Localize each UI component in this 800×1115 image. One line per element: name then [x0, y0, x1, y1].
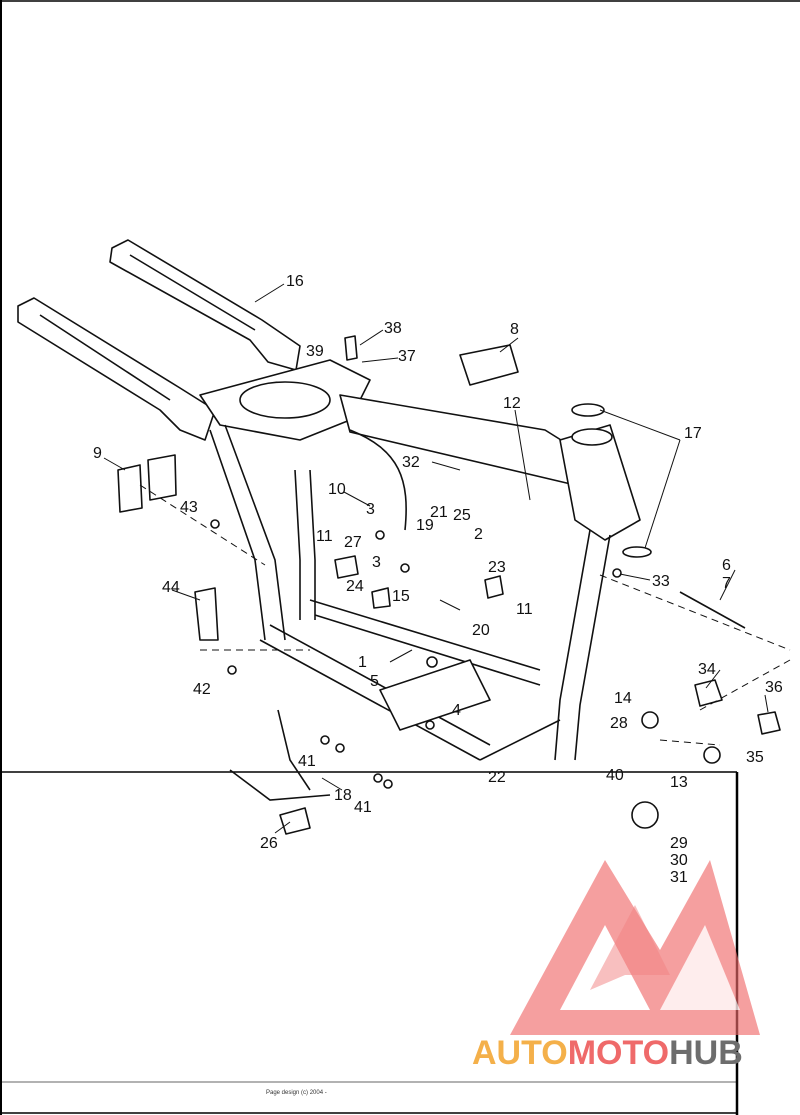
callout-28: 28 [610, 715, 628, 732]
callout-33: 33 [652, 573, 670, 590]
callout-39: 39 [306, 343, 324, 360]
callout-44: 44 [162, 579, 180, 596]
callout-6: 6 [722, 557, 731, 574]
callout-26: 26 [260, 835, 278, 852]
callout-3-lower: 3 [372, 554, 381, 571]
callout-8: 8 [510, 321, 519, 338]
callout-18: 18 [334, 787, 352, 804]
callout-3-upper: 3 [366, 501, 375, 518]
callout-4: 4 [452, 702, 461, 719]
assembly-guide-lines [139, 484, 791, 746]
callout-21: 21 [430, 504, 448, 521]
callout-29: 29 [670, 835, 688, 852]
callout-30: 30 [670, 852, 688, 869]
callout-25: 25 [453, 507, 471, 524]
callout-31: 31 [670, 869, 688, 886]
callout-13: 13 [670, 774, 688, 791]
callout-19: 19 [416, 517, 434, 534]
callout-1: 1 [358, 654, 367, 671]
watermark-hub: HUB [669, 1034, 743, 1072]
callout-11-right: 11 [516, 601, 533, 618]
callout-36: 36 [765, 679, 783, 696]
footer-copyright: Page design (c) 2004 - [266, 1090, 327, 1096]
leader-lines [103, 283, 769, 834]
callout-10: 10 [328, 481, 346, 498]
callout-24: 24 [346, 578, 364, 595]
callout-43: 43 [180, 499, 198, 516]
callout-32: 32 [402, 454, 420, 471]
automotohub-logo-icon [510, 860, 760, 1035]
callout-17: 17 [684, 425, 702, 442]
callout-23: 23 [488, 559, 506, 576]
callout-22: 22 [488, 769, 506, 786]
callout-34: 34 [698, 661, 716, 678]
callout-41-upper: 41 [298, 753, 316, 770]
watermark-auto: AUTO [472, 1034, 568, 1072]
callout-35: 35 [746, 749, 764, 766]
callout-2: 2 [474, 526, 483, 543]
callout-9: 9 [93, 445, 102, 462]
callout-20: 20 [472, 622, 490, 639]
callout-41-lower: 41 [354, 799, 372, 816]
callout-5: 5 [370, 673, 379, 690]
callout-labels: 16 38 39 37 8 17 12 9 32 10 43 3 21 25 1… [93, 273, 783, 886]
callout-12: 12 [503, 395, 521, 412]
callout-14: 14 [614, 690, 632, 707]
callout-40: 40 [606, 767, 624, 784]
callout-15: 15 [392, 588, 410, 605]
watermark-moto: MOTO [568, 1034, 669, 1072]
callout-38: 38 [384, 320, 402, 337]
svg-text:AUTOMOTOHUB: AUTOMOTOHUB [472, 1034, 743, 1072]
watermark-wordmark: AUTOMOTOHUB [472, 1034, 743, 1072]
callout-7: 7 [722, 575, 731, 592]
callout-11-left: 11 [316, 528, 333, 545]
callout-16: 16 [286, 273, 304, 290]
callout-37: 37 [398, 348, 416, 365]
callout-42: 42 [193, 681, 211, 698]
callout-27: 27 [344, 534, 362, 551]
